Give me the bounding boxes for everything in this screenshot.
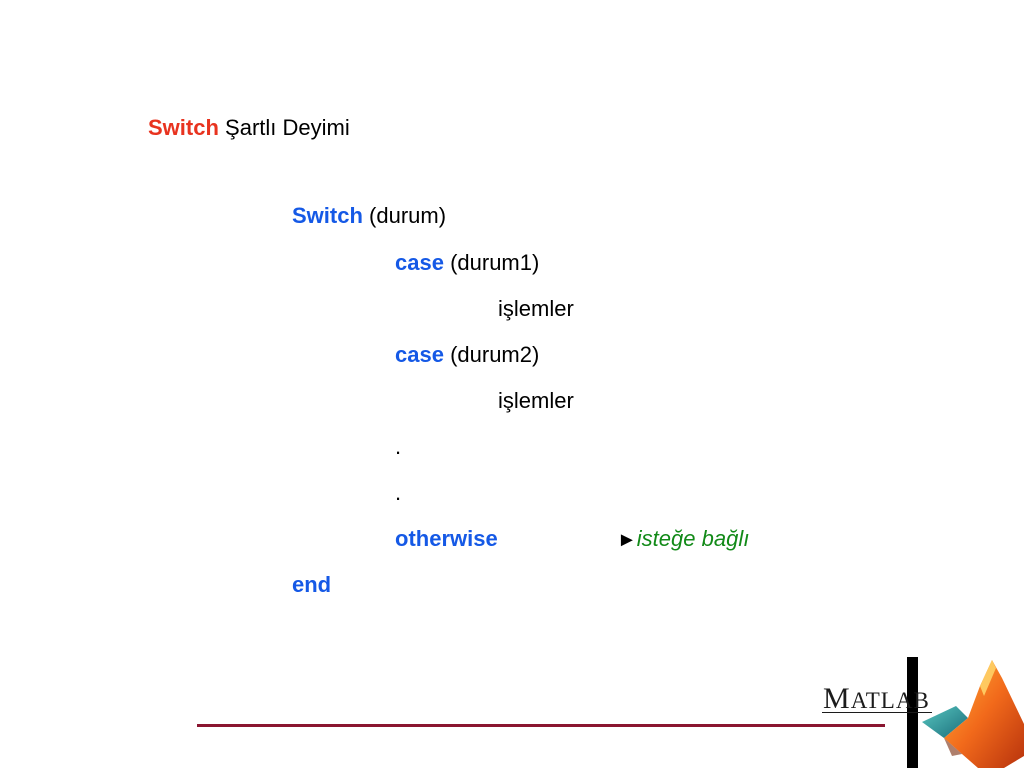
footer-rule [197, 724, 885, 727]
slide-title: Switch Şartlı Deyimi [148, 115, 350, 141]
otherwise-keyword: otherwise [395, 526, 498, 551]
end-keyword: end [292, 572, 332, 597]
optional-note-text: isteğe bağlı [636, 526, 750, 551]
code-line-end: end [292, 572, 331, 598]
code-line-case2: case (durum2) [395, 342, 539, 368]
case1-argument: (durum1) [450, 250, 540, 275]
case2-argument: (durum2) [450, 342, 540, 367]
case1-keyword: case [395, 250, 444, 275]
logo-underline [822, 712, 932, 713]
optional-note: ►isteğe bağlı [617, 526, 749, 553]
code-line-dot1: . [395, 434, 402, 459]
case2-keyword: case [395, 342, 444, 367]
switch-argument: (durum) [369, 203, 447, 228]
code-line-switch: Switch (durum) [292, 203, 446, 229]
title-text: Şartlı Deyimi [225, 115, 350, 140]
code-line-dot2: . [395, 480, 402, 505]
title-keyword: Switch [148, 115, 219, 140]
code-line-ops2: işlemler [498, 388, 574, 413]
code-line-otherwise: otherwise [395, 526, 498, 552]
code-line-case1: case (durum1) [395, 250, 539, 276]
switch-keyword: Switch [292, 203, 363, 228]
code-line-ops1: işlemler [498, 296, 574, 321]
matlab-membrane-icon [922, 660, 1024, 768]
right-arrow-icon: ► [617, 529, 637, 551]
matlab-logo-text: MATLAB [823, 682, 930, 715]
